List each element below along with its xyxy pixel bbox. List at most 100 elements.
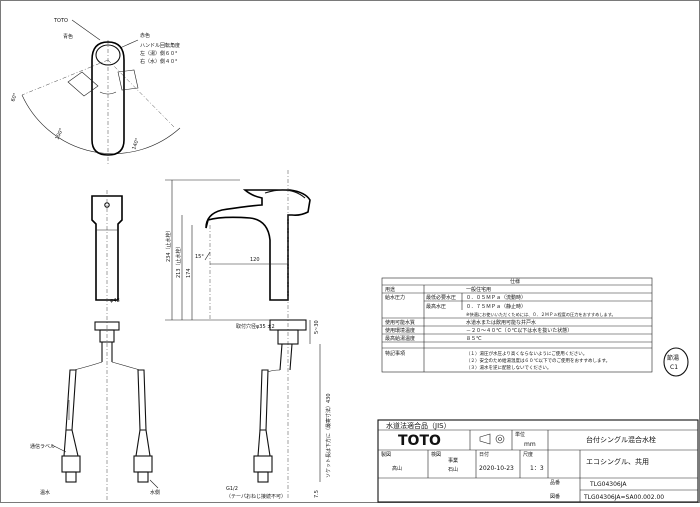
dim-174-label: 174 — [186, 268, 192, 278]
hot-hose-bend — [73, 361, 103, 371]
title-block: 水道法適合品（JIS） TOTO 単位 mm 台付シングル混合水栓 エコシングル… — [377, 419, 699, 503]
spec-value-2: ０．７５ＭＰａ（静止時） — [466, 303, 526, 310]
spout-tip-top — [99, 91, 117, 95]
dim-120-label: 120 — [250, 257, 260, 263]
dim-234-label: 234（止水栓） — [165, 227, 172, 262]
front-view: φ48 通信ラベル 温水 — [30, 190, 153, 500]
blue-color-label: 青色 — [63, 33, 73, 40]
water-side-label: 水側 — [150, 489, 160, 496]
cold-hose — [137, 369, 147, 431]
handle-angle-title: ハンドル回転角度 — [140, 42, 180, 49]
side-fitting — [253, 455, 273, 473]
hot-hose-lower — [63, 429, 67, 457]
stamp-line-1: 節湯 — [667, 354, 679, 362]
scale-value: 1：3 — [530, 465, 544, 472]
projection-cone — [479, 433, 491, 445]
checker-label: 検図 — [431, 451, 441, 458]
spec-value-9: （３）湯水を逆に配管しないでください。 — [466, 364, 551, 371]
projection-circle-inner — [498, 437, 502, 441]
handle-left-centerline — [21, 59, 109, 96]
brand-leader — [71, 19, 101, 41]
angle-left-bottom-label: 100° — [54, 127, 65, 141]
spec-label-7: 特記事項 — [385, 350, 405, 357]
stamp-line-2: C1 — [670, 364, 678, 371]
handle-left-angle: 左（湯）側６０° — [140, 50, 178, 57]
spec-table: 仕様 用途 一般住宅用 給水圧力 最低必要水圧 ０．０５ＭＰａ（流動時） 最高水… — [381, 277, 653, 373]
dim-7-5-label: 7.5 — [314, 490, 320, 498]
drawing-value: TLG04306JA=SA00.002.00 — [583, 494, 664, 501]
hot-hose — [65, 369, 77, 431]
eco-stamp: 節湯 C1 — [663, 347, 689, 377]
drafter-label: 製図 — [381, 451, 391, 458]
spec-label-6: 最高給湯温度 — [385, 335, 415, 342]
faucet-front-body — [91, 195, 123, 301]
unit-label: 単位 — [515, 431, 525, 438]
cold-hose-lower — [135, 429, 141, 457]
side-pipe-1 — [279, 343, 283, 371]
spec-sub-1: 最低必要水圧 — [426, 294, 456, 301]
brand-mark-label: TOTO — [53, 18, 68, 24]
cold-fitting — [133, 455, 153, 473]
side-hose-bend — [267, 369, 281, 373]
drawing-label: 図番 — [550, 493, 560, 500]
top-view: TOTO 青色 赤色 ハンドル回転角度 左（湯）側６０° 右（水）側４０° 60… — [10, 18, 181, 165]
dim-g12-label: G1/2 — [226, 486, 238, 492]
stamp-outline — [663, 347, 689, 377]
spec-value-8: （２）安全のため給湯温度は６０℃以下でのご使用をおすすめします。 — [466, 357, 610, 364]
date-label: 日付 — [479, 451, 489, 458]
spec-table-frame — [381, 277, 653, 373]
jis-label: 水道法適合品（JIS） — [386, 421, 451, 430]
side-fitting-stem — [257, 471, 269, 483]
part-value: TLG04306JA — [589, 481, 627, 488]
red-leader — [119, 39, 139, 49]
hot-fitting-stem — [65, 471, 77, 483]
handle-right-centerline — [107, 59, 176, 129]
spec-value-4: 水道水または飲用可能な井戸水 — [466, 319, 536, 326]
dim-5-30-label: 5~30 — [314, 320, 320, 334]
hot-hose-lower-2 — [71, 429, 79, 457]
dim-430-label: ソケット長は下方に（最寄寸法）430 — [325, 393, 332, 478]
side-hose-lower — [257, 429, 261, 457]
hot-fitting — [61, 455, 81, 473]
unit-value: mm — [524, 441, 536, 448]
handle-top — [95, 44, 121, 66]
spec-note-3: ※快適にお使いいただくためには、０．２ＭＰａ程度の圧力をおすすめします。 — [466, 311, 616, 318]
spec-title: 仕様 — [510, 278, 520, 285]
handle-sweep-arc — [21, 94, 181, 154]
drafter-value: 高山 — [392, 465, 402, 472]
spec-value-1: ０．０５ＭＰａ（流動時） — [466, 294, 526, 301]
cold-fitting-stem — [137, 471, 149, 483]
side-pipe-2 — [289, 343, 293, 371]
title-block-frame — [377, 419, 699, 503]
dim-mount-label: 取付穴径φ35 ±2 — [236, 323, 275, 330]
product-name: 台付シングル混合水栓 — [586, 435, 656, 444]
toto-logo: TOTO — [398, 433, 441, 449]
part-label: 品番 — [550, 479, 560, 486]
spec-value-6: ８５℃ — [466, 336, 482, 342]
dim-213-label: 213（止水栓） — [175, 243, 182, 278]
handle-left-ghost — [67, 71, 99, 97]
projection-symbol — [479, 433, 505, 445]
spec-label-4: 使用可能水質 — [385, 319, 415, 326]
water-leader — [149, 479, 159, 489]
spec-label-1: 給水圧力 — [385, 294, 405, 301]
side-view: 15° 120 234（止水栓） 213（止水栓） 174 取付穴径φ35 ±2… — [149, 170, 332, 500]
faucet-side-body — [205, 189, 311, 301]
spout-angle-mark — [204, 251, 211, 261]
spec-value-5: －２０～４０℃（０℃以下は水を抜いた状態） — [466, 327, 572, 334]
spec-value-0: 一般住宅用 — [466, 286, 491, 293]
cold-hose-lower-2 — [145, 429, 151, 457]
side-mount-nut — [277, 329, 299, 345]
projection-circle — [495, 434, 505, 444]
spec-label-5: 使用環境温度 — [385, 327, 415, 334]
red-color-label: 赤色 — [140, 32, 150, 39]
spec-value-7: （１）湯圧が水圧より高くならないようにご使用ください。 — [466, 350, 587, 357]
scale-label: 尺度 — [523, 451, 533, 458]
hose-label-leader — [51, 444, 67, 453]
spec-sub-2: 最高水圧 — [426, 303, 446, 310]
dim-g12-note: （テーパおねじ接続不可） — [226, 493, 286, 500]
faucet-top-body — [91, 41, 125, 156]
front-mount-nut — [99, 329, 115, 343]
